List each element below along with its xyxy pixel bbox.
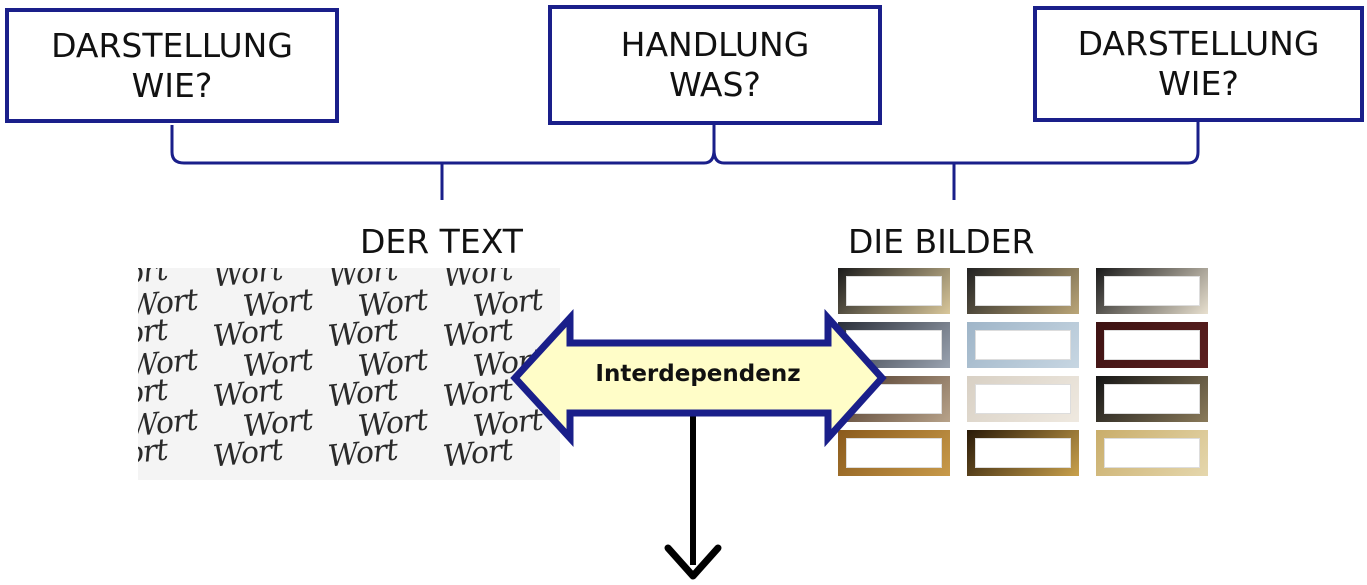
frame-opening [975, 276, 1071, 306]
label-der-text: DER TEXT [360, 222, 523, 261]
down-arrow-head [664, 544, 722, 580]
box-mid-line2: WAS? [669, 65, 761, 104]
picture-frame [1096, 430, 1208, 476]
frame-opening [975, 438, 1071, 468]
frame-opening [846, 276, 942, 306]
picture-frame [967, 322, 1079, 368]
picture-frame [1096, 268, 1208, 314]
box-handlung: HANDLUNG WAS? [548, 5, 882, 125]
frame-opening [1104, 330, 1200, 360]
box-right-line2: WIE? [1158, 64, 1239, 103]
box-darstellung-left: DARSTELLUNG WIE? [5, 8, 339, 123]
frame-opening [1104, 438, 1200, 468]
box-left-line2: WIE? [131, 65, 213, 105]
picture-frame [1096, 376, 1208, 422]
picture-frame [967, 268, 1079, 314]
bracket-right [712, 122, 1200, 165]
frame-opening [1104, 384, 1200, 414]
label-die-bilder: DIE BILDER [848, 222, 1035, 261]
frame-opening [975, 330, 1071, 360]
box-right-line1: DARSTELLUNG [1077, 24, 1320, 64]
box-mid-line1: HANDLUNG [620, 25, 810, 65]
picture-frame [838, 268, 950, 314]
picture-frame [838, 430, 950, 476]
picture-frame [967, 376, 1079, 422]
picture-frame [1096, 322, 1208, 368]
box-left-line1: DARSTELLUNG [51, 25, 293, 65]
frame-opening [975, 384, 1071, 414]
frame-opening [1104, 276, 1200, 306]
picture-frame [967, 430, 1079, 476]
picture-frames-image [838, 268, 1208, 490]
interdependenz-label: Interdependenz [595, 361, 801, 387]
frame-opening [846, 438, 942, 468]
box-darstellung-right: DARSTELLUNG WIE? [1033, 6, 1364, 122]
